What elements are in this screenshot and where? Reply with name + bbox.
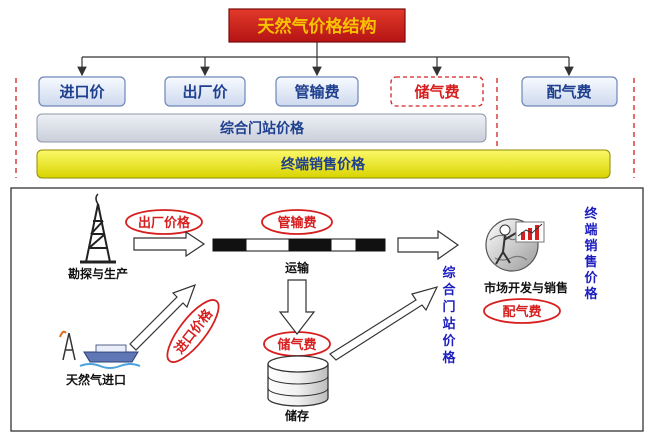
storage-drum-icon	[267, 355, 329, 407]
vertical-terminal-price: 终端销售价格	[584, 206, 598, 302]
transport-pipeline	[212, 238, 386, 252]
vertical-text: 终端销售价格	[584, 206, 598, 302]
price-box-distribution: 配气费	[521, 76, 618, 107]
combined-gate-bar: 综合门站价格	[36, 113, 487, 143]
svg-text:配气费: 配气费	[546, 83, 591, 101]
svg-text:管输费: 管输费	[277, 215, 316, 231]
price-box-factory: 出厂价	[164, 76, 246, 107]
arrow-import-to-transport	[129, 283, 197, 351]
svg-text:出厂价格: 出厂价格	[138, 215, 191, 231]
distribution-fee-tag: 配气费	[483, 298, 561, 324]
gas-import-icon	[59, 330, 141, 369]
page-title: 天然气价格结构	[258, 16, 377, 37]
arrow-storage-to-market	[329, 286, 439, 361]
svg-text:配气费: 配气费	[502, 304, 541, 320]
pipeline-fee-tag: 管输费	[261, 209, 333, 235]
market-globe-icon	[485, 218, 545, 272]
arrow-derrick-to-transport	[133, 230, 206, 258]
svg-text:储气费: 储气费	[414, 83, 459, 101]
svg-text:进口价: 进口价	[59, 83, 105, 101]
price-box-storage: 储气费	[390, 76, 484, 107]
market-label: 市场开发与销售	[484, 280, 568, 295]
terminal-sales-bar: 终端销售价格	[36, 149, 611, 179]
tree-connectors	[77, 42, 574, 77]
svg-text:管输费: 管输费	[294, 83, 339, 101]
vertical-text: 综合门站价格	[442, 265, 456, 366]
factory-price-tag: 出厂价格	[125, 209, 203, 235]
gas-import-label: 天然气进口	[66, 372, 126, 387]
oil-derrick-icon	[80, 193, 116, 264]
exploration-label: 勘探与生产	[68, 266, 128, 281]
price-box-import: 进口价	[38, 76, 126, 107]
svg-text:综合门站价格: 综合门站价格	[220, 120, 305, 137]
price-box-pipeline: 管输费	[275, 76, 359, 107]
title-box: 天然气价格结构	[228, 8, 406, 43]
transport-label: 运输	[285, 260, 310, 275]
svg-text:出厂价: 出厂价	[182, 83, 228, 101]
arrow-transport-to-storage	[278, 279, 316, 335]
flow-arrows	[129, 229, 460, 361]
storage-label: 储存	[285, 408, 309, 423]
vertical-gate-price: 综合门站价格	[442, 265, 456, 366]
arrow-transport-to-market	[397, 229, 460, 261]
svg-text:终端销售价格: 终端销售价格	[281, 156, 366, 173]
svg-text:储气费: 储气费	[276, 337, 316, 353]
storage-fee-tag: 储气费	[263, 331, 331, 357]
